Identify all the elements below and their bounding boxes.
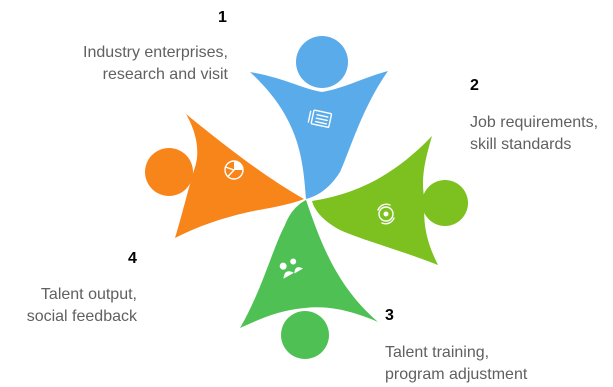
- step-4-caption: Talent output, social feedback: [27, 284, 137, 328]
- pie-chart-icon: [224, 160, 244, 180]
- step-1-petal: [250, 71, 388, 199]
- step-4-caption-line-1: Talent output,: [40, 286, 137, 303]
- step-1-caption: Industry enterprises, research and visit: [83, 42, 228, 86]
- people-icon: [279, 258, 304, 279]
- step-4-number: 4: [128, 250, 137, 267]
- step-3-caption-line-1: Talent training,: [385, 344, 490, 361]
- step-2-caption: Job requirements, skill standards: [470, 112, 598, 156]
- step-2-petal: [312, 136, 438, 265]
- step-3-caption: Talent training, program adjustment: [385, 342, 527, 386]
- step-1-caption-line-1: Industry enterprises,: [83, 44, 228, 61]
- step-2-number: 2: [470, 77, 479, 94]
- step-2-caption-line-2: skill standards: [470, 136, 572, 153]
- step-1-number: 1: [218, 9, 227, 26]
- step-1-caption-line-2: research and visit: [102, 66, 228, 83]
- step-3-caption-line-2: program adjustment: [385, 366, 528, 383]
- step-3-head: [281, 311, 329, 359]
- step-4-petal: [175, 114, 304, 238]
- step-3-petal: [240, 200, 378, 328]
- step-1-figure: [250, 36, 388, 199]
- step-2-head: [422, 180, 468, 226]
- step-3-figure: [240, 200, 378, 359]
- step-2-caption-line-1: Job requirements,: [470, 114, 599, 131]
- step-3-number: 3: [385, 307, 394, 324]
- checklist-icon: [307, 109, 333, 128]
- target-cycle-icon: [377, 203, 395, 225]
- step-4-figure: [145, 114, 304, 238]
- step-2-figure: [312, 136, 468, 265]
- step-4-head: [145, 148, 193, 196]
- step-4-caption-line-2: social feedback: [26, 308, 137, 325]
- step-1-head: [296, 36, 348, 88]
